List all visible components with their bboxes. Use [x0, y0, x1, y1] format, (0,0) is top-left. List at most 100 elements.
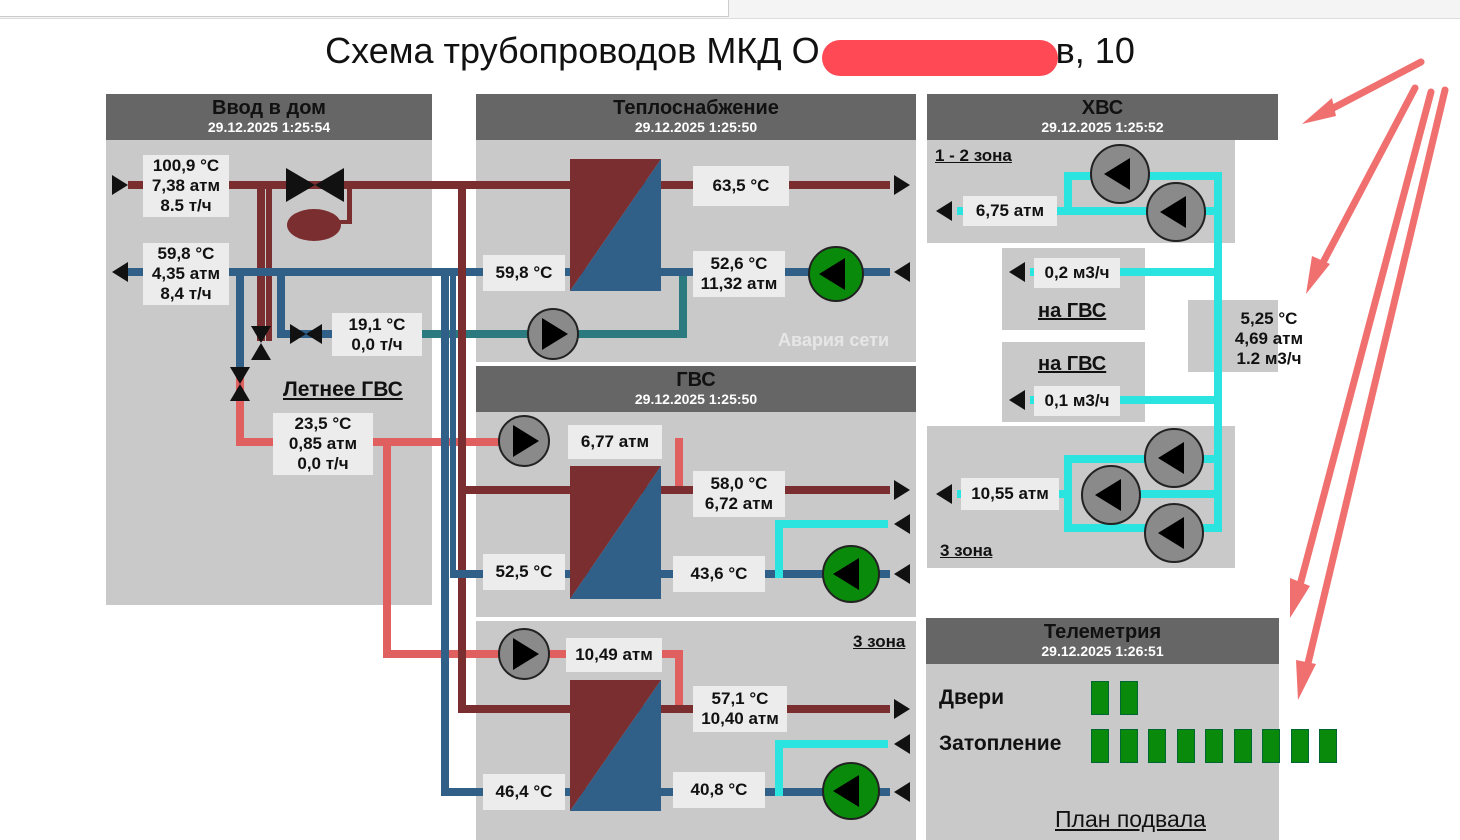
summer-hw-flow: 0,0 т/ч — [297, 454, 349, 473]
cw-hw2-arrow-icon — [1009, 390, 1025, 410]
hw2-in-temp: 46,4 °C — [483, 774, 565, 810]
heating-alarm: Авария сети — [778, 330, 890, 350]
hw1-in-temp: 52,5 °C — [483, 554, 565, 590]
flood-indicator — [1091, 729, 1109, 763]
summer-hw-link[interactable]: Летнее ГВС — [283, 378, 403, 401]
inlet-header: Ввод в дом 29.12.2025 1:25:54 — [106, 94, 432, 140]
summer-valve-icon[interactable] — [229, 366, 251, 402]
doors-label: Двери — [939, 686, 1005, 709]
hw2-circ-arrow-icon — [894, 734, 910, 754]
hw2-out-readout: 57,1 °C 10,40 атм — [693, 686, 787, 732]
hw-circ-s2-h — [775, 740, 888, 748]
hw1-circ-arrow-icon — [894, 514, 910, 534]
hw-feed-riser — [383, 438, 391, 658]
cw-z3-pump-2-icon[interactable] — [1081, 465, 1141, 525]
flood-indicator — [1176, 729, 1195, 763]
control-valve-icon[interactable] — [284, 166, 346, 204]
hw-zone3-link[interactable]: 3 зона — [853, 632, 906, 651]
summer-hw-pressure: 0,85 атм — [288, 434, 358, 453]
heating-circ-pump-icon[interactable] — [808, 246, 864, 302]
heating-in-arrow-icon — [894, 262, 910, 282]
supply-drop-pipe — [257, 181, 265, 341]
hw2-return-arrow-icon — [894, 782, 910, 802]
cw-zone3-link[interactable]: 3 зона — [940, 541, 993, 560]
bypass-temp: 19,1 °C — [348, 314, 406, 334]
cw-zone12-link[interactable]: 1 - 2 зона — [935, 146, 1012, 165]
inlet-return-temp: 59,8 °C — [157, 244, 215, 263]
summer-hw-pipe — [236, 368, 244, 444]
hot-water-timestamp: 29.12.2025 1:25:50 — [634, 391, 758, 407]
supply-in-arrow-icon — [112, 175, 128, 195]
control-valve-stem — [347, 189, 352, 223]
heating-in-temp: 59,8 °C — [483, 255, 565, 291]
browser-tab-strip — [0, 0, 1460, 19]
return-drop-pipe — [236, 268, 244, 368]
heating-title: Теплоснабжение — [613, 97, 779, 119]
hw1-out-readout: 58,0 °C 6,72 атм — [693, 471, 785, 517]
hw-return-s1 — [450, 570, 890, 578]
cw-to-hw1-flow: 0,2 м3/ч — [1034, 258, 1120, 288]
cw-z3-pump-3-icon[interactable] — [1144, 503, 1204, 563]
telemetry-timestamp: 29.12.2025 1:26:51 — [1041, 643, 1164, 659]
bypass-flow: 0,0 т/ч — [351, 334, 403, 354]
flood-indicator — [1148, 729, 1166, 763]
heating-mix-riser — [679, 276, 687, 338]
cw-to-hw2-link[interactable]: на ГВС — [1038, 353, 1107, 375]
door-indicator — [1091, 681, 1109, 715]
hw1-return-arrow-icon — [894, 564, 910, 584]
basement-plan-link[interactable]: План подвала — [1055, 806, 1206, 832]
hw-circ-s2-v — [775, 740, 783, 796]
flood-indicator — [1319, 729, 1337, 763]
cw-z12-out-arrow-icon — [936, 201, 952, 221]
hw1-circ-pump-icon[interactable] — [822, 545, 880, 603]
flood-label: Затопление — [939, 732, 1062, 755]
summer-hw-readout: 23,5 °C 0,85 атм 0,0 т/ч — [273, 413, 373, 475]
cold-water-header: ХВС 29.12.2025 1:25:52 — [927, 94, 1278, 140]
browser-tab[interactable] — [0, 0, 729, 17]
hw2-pump-pressure: 10,49 атм — [566, 638, 662, 672]
supply-main-pipe — [128, 181, 890, 189]
flood-indicator — [1233, 729, 1252, 763]
cw-z3-out-arrow-icon — [936, 484, 952, 504]
bypass-valve-icon[interactable] — [289, 322, 323, 346]
cw-main-temp: 5,25 °C — [1240, 309, 1298, 328]
hw1-out-arrow-icon — [894, 480, 910, 500]
cold-water-timestamp: 29.12.2025 1:25:52 — [1041, 119, 1164, 135]
hw1-feed-pump-icon[interactable] — [498, 415, 550, 467]
heating-mix-pump-icon[interactable] — [527, 308, 579, 360]
page-title-prefix: Схема трубопроводов МКД О — [325, 30, 820, 71]
cw-z12-pump-2-icon[interactable] — [1146, 182, 1206, 242]
cw-to-hw2-flow: 0,1 м3/ч — [1034, 386, 1120, 416]
heating-return-temp: 52,6 °C — [710, 254, 768, 273]
hw2-circ-pump-icon[interactable] — [822, 762, 880, 820]
heating-return-readout: 52,6 °C 11,32 атм — [693, 251, 785, 297]
cw-z3-pump-1-icon[interactable] — [1144, 428, 1204, 488]
annotation-arrows — [1290, 58, 1449, 700]
inlet-supply-pressure: 7,38 атм — [151, 176, 221, 195]
flood-indicator — [1205, 729, 1223, 763]
cw-to-hw1 — [1030, 268, 1222, 276]
cw-to-hw1-link[interactable]: на ГВС — [1038, 300, 1107, 322]
cw-z3-bot — [1064, 524, 1222, 532]
control-valve-actuator-icon — [287, 209, 341, 241]
hw1-circ-temp: 43,6 °C — [673, 556, 765, 592]
hw2-out-arrow-icon — [894, 699, 910, 719]
supply-drop-valve-icon[interactable] — [250, 325, 272, 361]
cw-z12-pump-1-icon[interactable] — [1090, 144, 1150, 204]
hw1-pump-pressure: 6,77 атм — [568, 425, 662, 459]
heating-heat-exchanger — [570, 159, 661, 291]
heating-out-arrow-icon — [894, 175, 910, 195]
hw1-out-pressure: 6,72 атм — [704, 494, 774, 513]
inlet-supply-readout: 100,9 °C 7,38 атм 8.5 т/ч — [143, 155, 229, 217]
inlet-timestamp: 29.12.2025 1:25:54 — [207, 119, 331, 135]
hw2-out-temp: 57,1 °C — [711, 689, 769, 708]
heating-timestamp: 29.12.2025 1:25:50 — [634, 119, 758, 135]
hot-water-title: ГВС — [676, 369, 716, 391]
redaction-mark — [822, 40, 1058, 76]
cw-z12-left — [1064, 172, 1072, 214]
hw1-out-temp: 58,0 °C — [710, 474, 768, 493]
door-indicator — [1119, 681, 1138, 715]
hw-feed-s1-riser — [675, 438, 683, 494]
hw-return-riser-2 — [450, 268, 456, 578]
hw2-feed-pump-icon[interactable] — [498, 628, 550, 680]
